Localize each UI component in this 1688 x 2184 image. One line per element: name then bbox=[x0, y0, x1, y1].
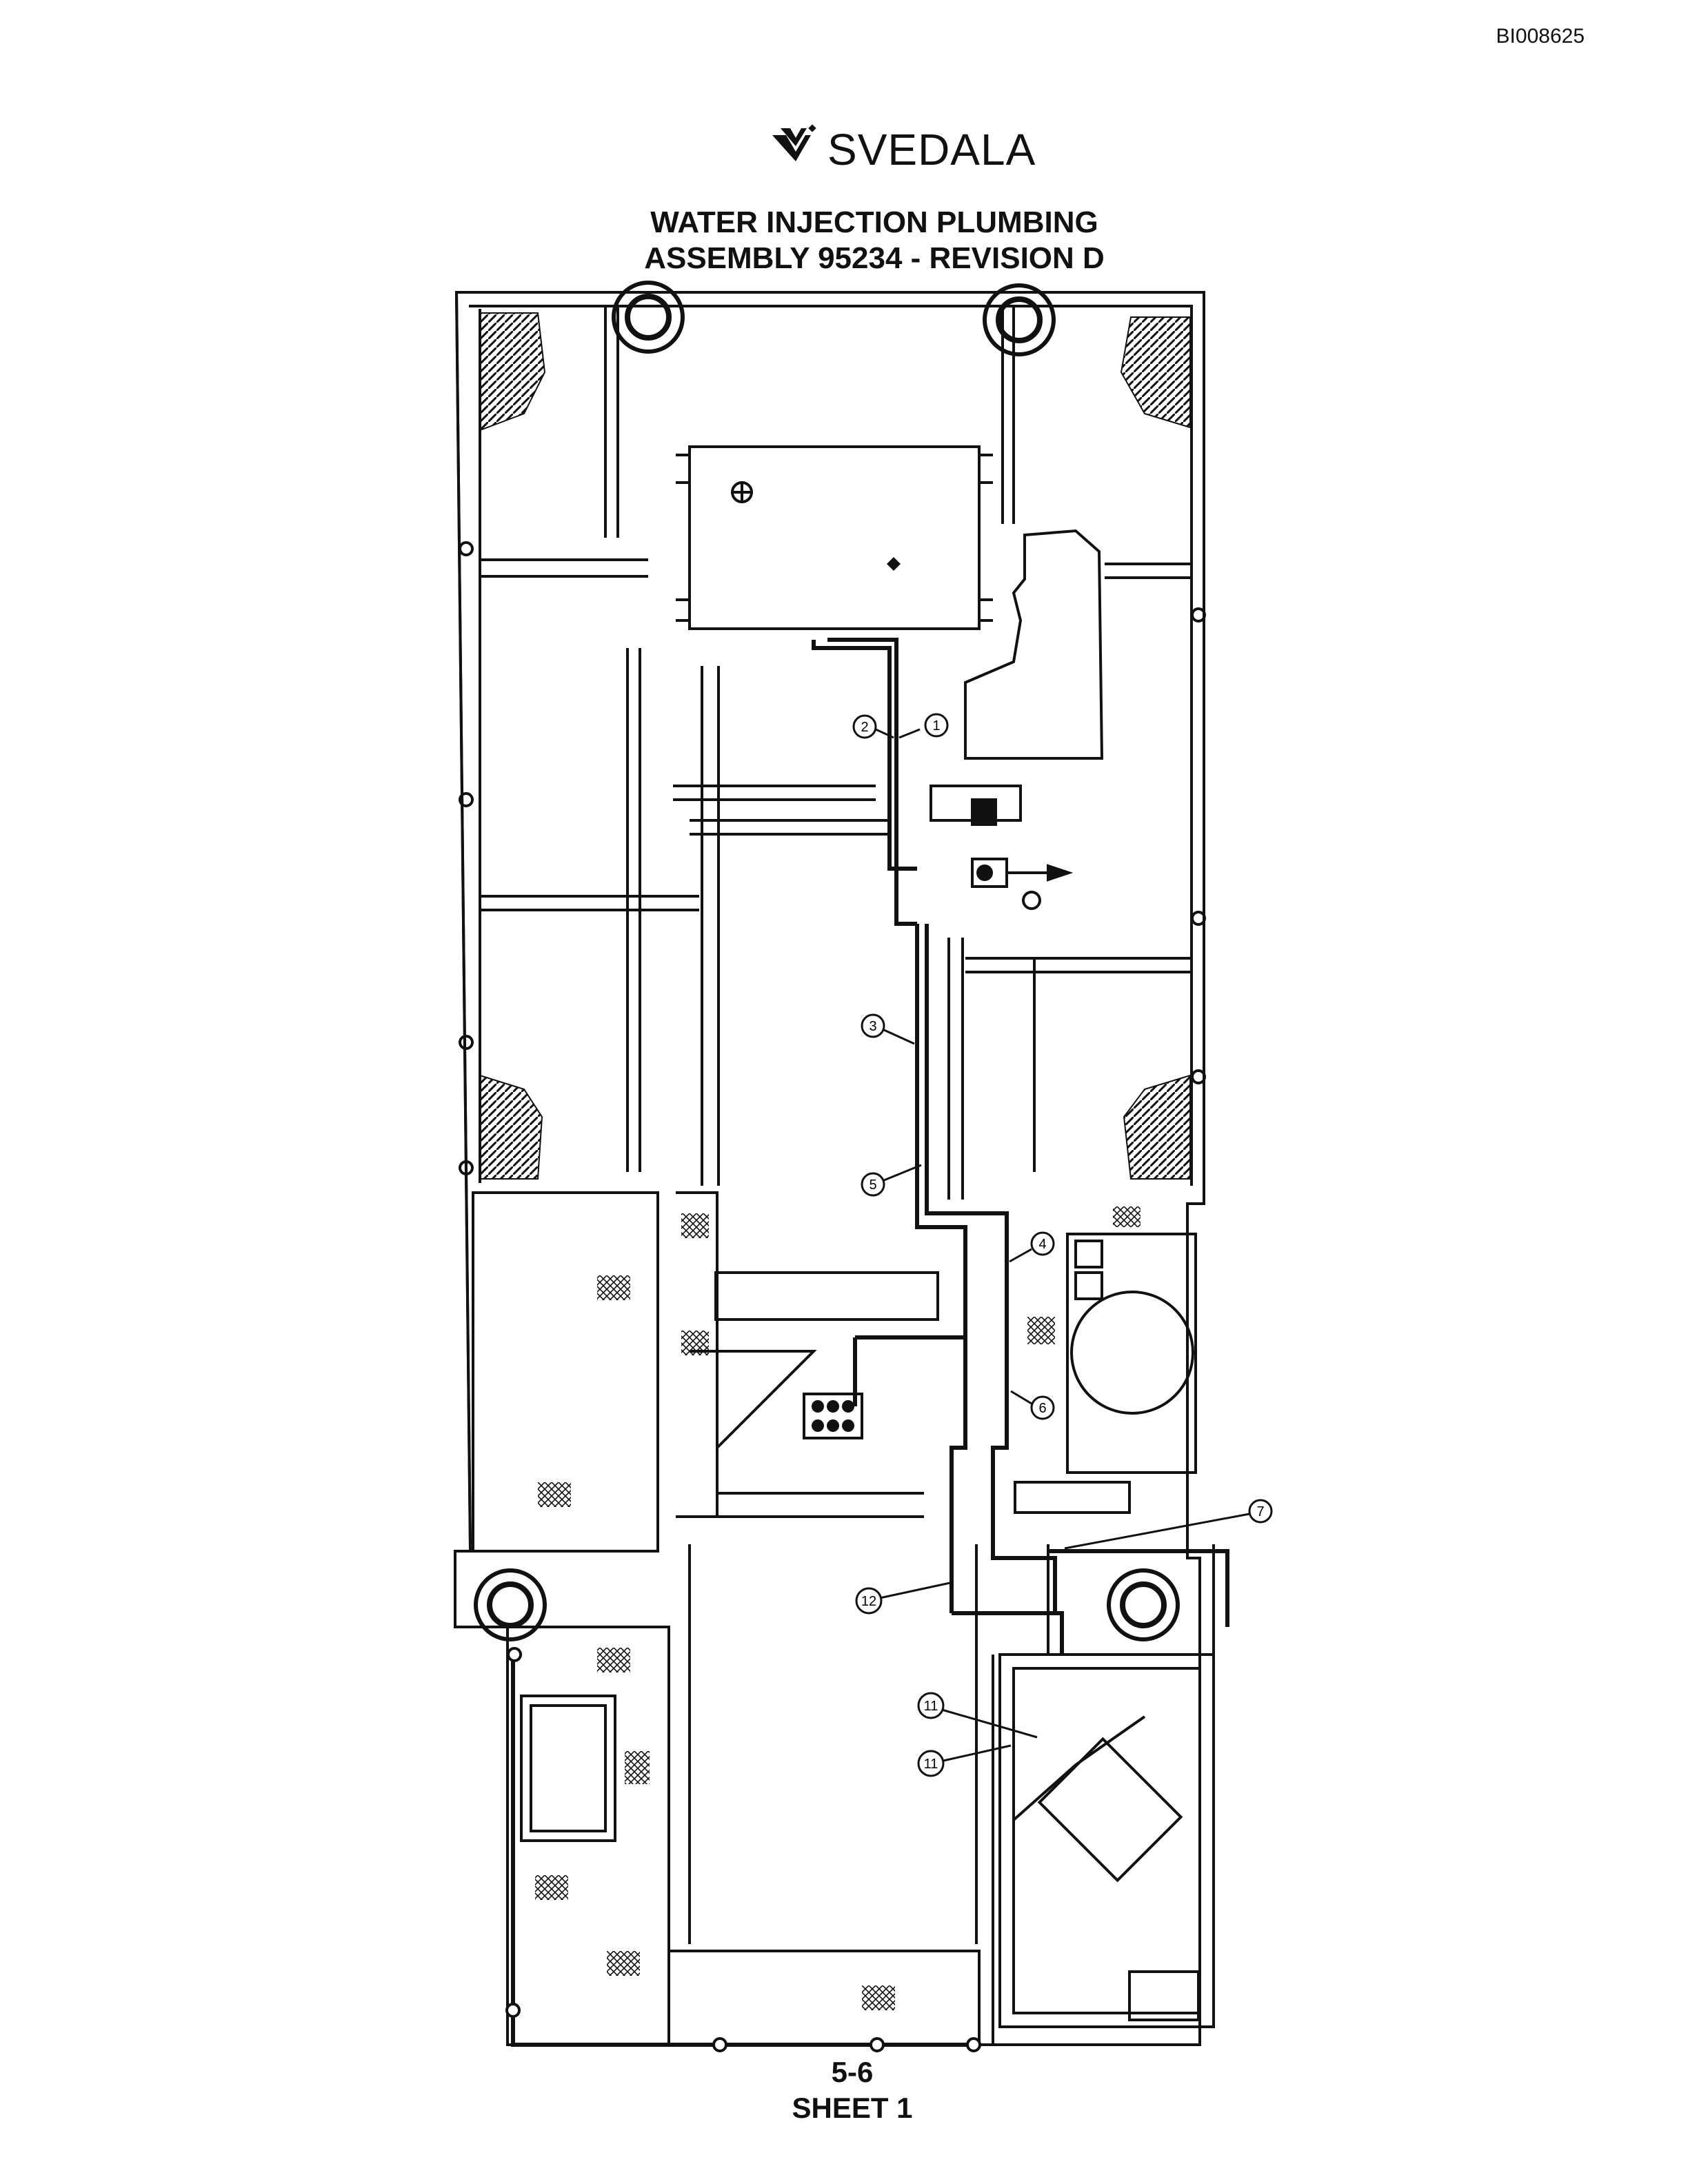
frame-structure bbox=[454, 291, 1215, 2046]
callout-7: 7 bbox=[1064, 1499, 1273, 1550]
callout-label: 11 bbox=[924, 1757, 938, 1772]
callout-label: 12 bbox=[861, 1594, 876, 1609]
svedala-logo: SVEDALA bbox=[771, 123, 1035, 178]
callout-4: 4 bbox=[1009, 1231, 1055, 1263]
logo-text: SVEDALA bbox=[827, 125, 1036, 174]
callout-label: 1 bbox=[932, 718, 940, 734]
callout-group: 1 2 3 4 5 6 7 bbox=[852, 713, 1273, 1777]
tread-plate-patches bbox=[535, 1206, 1141, 2010]
valve-assembly bbox=[930, 785, 1074, 910]
callout-label: 6 bbox=[1038, 1401, 1046, 1416]
callout-label: 2 bbox=[861, 720, 868, 735]
callout-11b: 11 bbox=[917, 1744, 1012, 1777]
callout-12: 12 bbox=[855, 1581, 951, 1615]
document-id: BI008625 bbox=[1496, 25, 1585, 48]
diagram-title-line2: ASSEMBLY 95234 - REVISION D bbox=[644, 241, 1105, 275]
callout-label: 4 bbox=[1038, 1237, 1046, 1252]
flange-lower-left bbox=[474, 1568, 547, 1641]
callout-11a: 11 bbox=[917, 1692, 1038, 1739]
flange-top-right bbox=[983, 283, 1056, 356]
water-injection-piping bbox=[511, 638, 1229, 2047]
callout-label: 5 bbox=[869, 1177, 876, 1193]
callout-label: 7 bbox=[1256, 1504, 1264, 1519]
page-number: 5-6 bbox=[831, 2056, 874, 2088]
callout-label: 11 bbox=[924, 1699, 938, 1714]
pressure-switch-block bbox=[803, 1393, 863, 1439]
flange-lower-right bbox=[1107, 1568, 1180, 1641]
radiator-grilles bbox=[479, 312, 1191, 1180]
callout-6: 6 bbox=[1010, 1390, 1055, 1420]
diagram-title-line1: WATER INJECTION PLUMBING bbox=[650, 205, 1098, 239]
pipe-fittings bbox=[459, 481, 1206, 2052]
sheet-label: SHEET 1 bbox=[792, 2092, 913, 2124]
flange-top-left bbox=[612, 281, 685, 354]
callout-5: 5 bbox=[861, 1164, 922, 1197]
svedala-chevron-logo-icon bbox=[772, 124, 816, 161]
callout-label: 3 bbox=[869, 1019, 876, 1034]
callout-1: 1 bbox=[898, 713, 949, 739]
callout-3: 3 bbox=[861, 1013, 915, 1045]
flange-group bbox=[474, 281, 1180, 1641]
callout-2: 2 bbox=[852, 714, 894, 739]
